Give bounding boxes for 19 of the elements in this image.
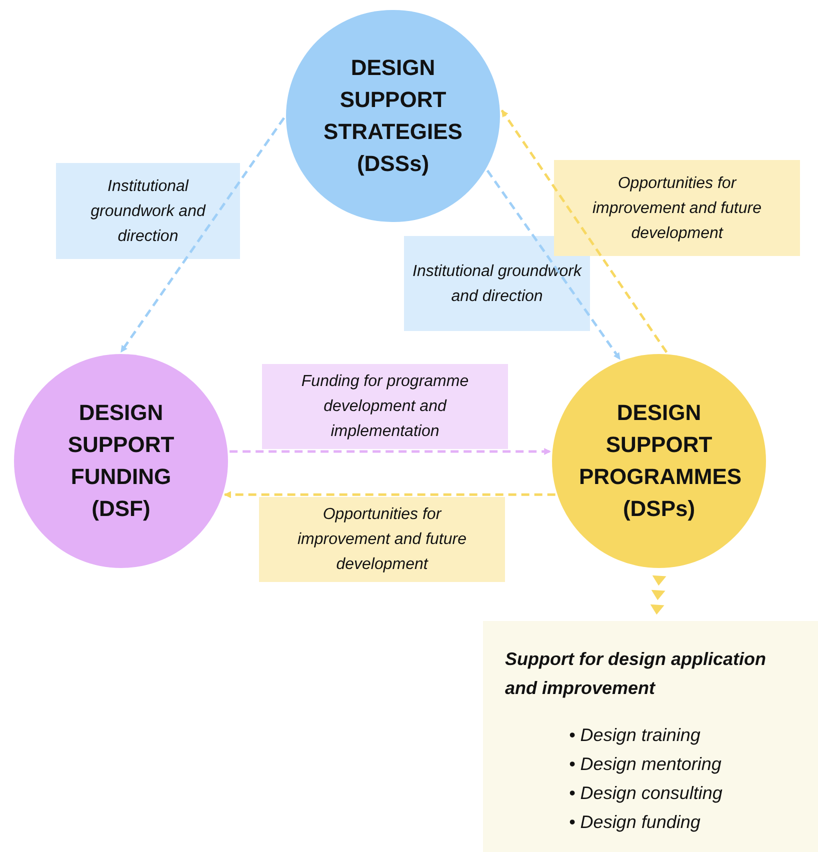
arrow — [224, 491, 556, 498]
node-title: DESIGN SUPPORT FUNDING (DSF) — [66, 399, 176, 523]
arrow — [120, 117, 286, 353]
arrow — [230, 448, 552, 455]
list-item: • Design consulting — [569, 782, 724, 805]
panel-heading: Support for design application and improvement — [505, 648, 767, 700]
edge-label: Institutional groundwork and direction — [404, 236, 590, 331]
chevron-arrow — [650, 575, 666, 615]
edge-label: Opportunities for improvement and future development — [554, 160, 800, 256]
node-title: DESIGN SUPPORT PROGRAMMES (DSPs) — [579, 399, 739, 523]
edge-label: Institutional groundwork and direction — [56, 163, 240, 259]
edge-label: Funding for programme development and implementation — [262, 364, 508, 449]
edge-label: Opportunities for improvement and future development — [259, 497, 505, 582]
arrow — [500, 110, 668, 353]
arrow — [486, 170, 621, 360]
list-item: • Design funding — [569, 811, 702, 834]
list-item: • Design mentoring — [569, 753, 722, 776]
node-title: DESIGN SUPPORT STRATEGIES (DSSs) — [322, 54, 464, 178]
list-item: • Design training — [569, 724, 702, 747]
